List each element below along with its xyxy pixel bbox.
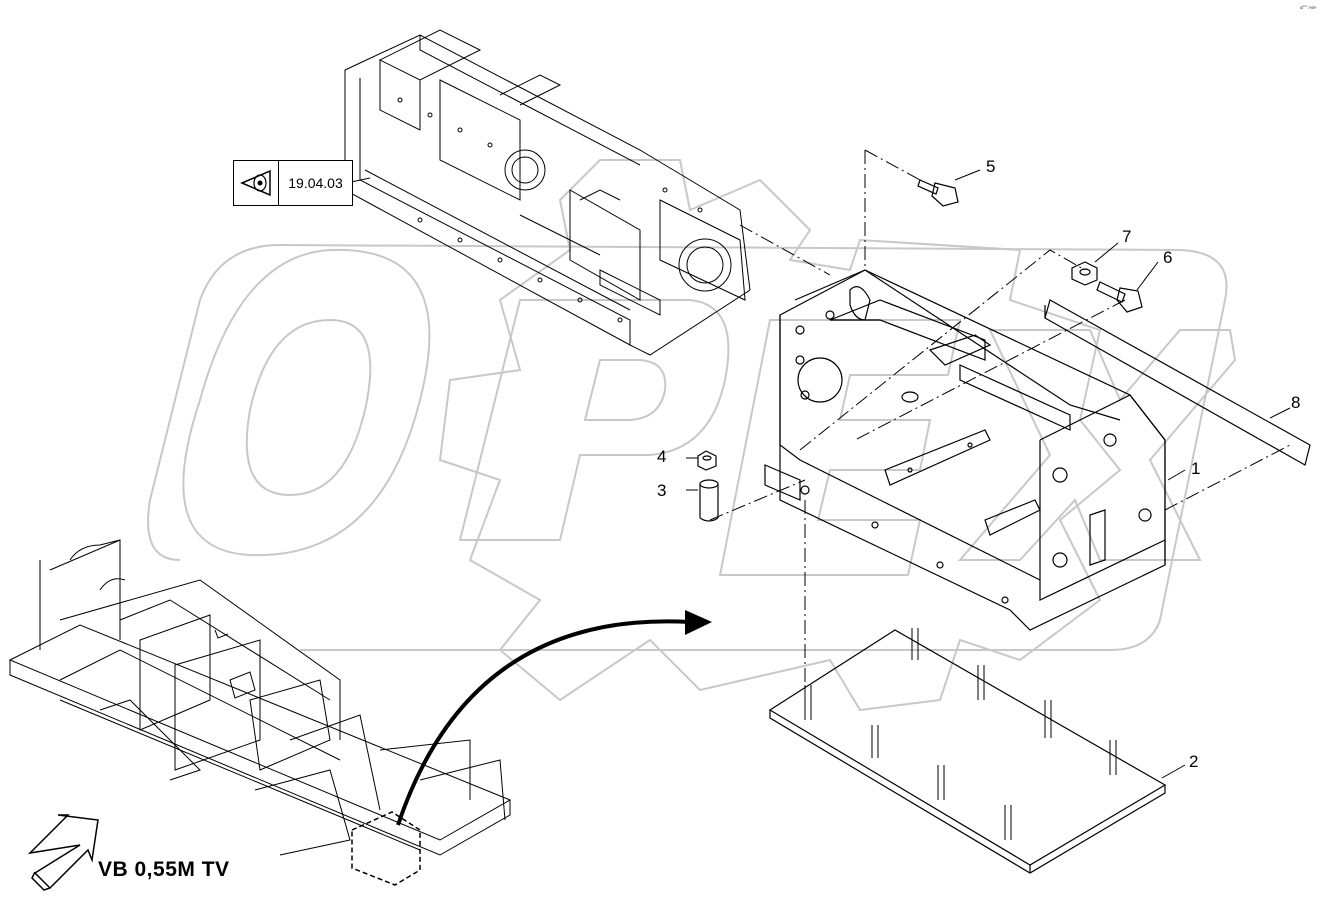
bracket-part-1 (764, 269, 1166, 631)
callout-2: 2 (1189, 752, 1199, 771)
watermark-gear (438, 159, 1122, 712)
assembly-centerlines (709, 149, 1291, 690)
eye-in-triangle-icon (234, 161, 279, 205)
detail-highlight-box (351, 811, 421, 886)
watermark-letter-e (718, 319, 962, 576)
callout-leaders (686, 169, 1291, 779)
watermark-letter-p (458, 299, 730, 541)
upper-frame-assembly (344, 29, 751, 356)
watermark (147, 159, 1237, 712)
detail-arrow (396, 610, 712, 826)
callout-6: 6 (1163, 248, 1173, 267)
plate-studs (804, 628, 1117, 840)
bolt-part-5 (917, 179, 959, 207)
callout-7: 7 (1122, 227, 1132, 246)
model-label: VB 0,55M TV (98, 858, 230, 881)
reference-leader (350, 177, 371, 183)
watermark-letter-o (182, 248, 431, 557)
callout-8: 8 (1291, 393, 1301, 412)
callout-1: 1 (1191, 459, 1201, 478)
direction-arrow-icon (27, 814, 99, 891)
watermark-frame (147, 243, 1228, 651)
reference-box: 19.04.03 (233, 160, 353, 206)
reference-code: 19.04.03 (288, 175, 343, 191)
callout-5: 5 (986, 157, 996, 176)
screw-part-6 (1096, 281, 1143, 313)
callout-3: 3 (657, 481, 667, 500)
spacer-part-3 (699, 479, 719, 522)
callout-4: 4 (657, 447, 667, 466)
corner-code: a°° »a» (1300, 5, 1317, 11)
machine-overview (8, 539, 512, 856)
nut-part-7 (1071, 261, 1098, 286)
plate-part-2 (768, 628, 1167, 874)
watermark-letter-x (957, 329, 1237, 561)
nut-part-4 (697, 450, 717, 471)
strip-part-8 (1044, 299, 1311, 466)
